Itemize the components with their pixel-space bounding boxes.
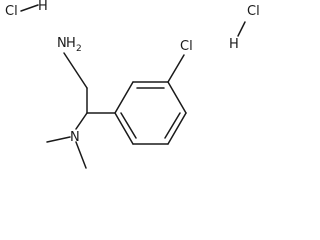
amine-h-label: H (66, 36, 76, 51)
ring-bond-3 (167, 81, 187, 114)
dimethylamine-n-label: N (70, 130, 80, 145)
dimethylamino-group: N (46, 130, 87, 169)
bond-ch-n (75, 112, 88, 130)
bond-ring-cl (167, 54, 185, 83)
ring-bond-6 (114, 112, 134, 145)
chemical-structure: Cl H Cl H N H 2 N (5, 0, 260, 169)
hcl-right-bond (237, 21, 246, 37)
hcl-right: Cl H (229, 4, 260, 52)
hcl-left: Cl H (5, 0, 48, 19)
backbone-bonds (63, 52, 116, 130)
benzene-ring (114, 81, 187, 145)
primary-amine: N H 2 (57, 36, 82, 54)
ring-bond-1 (114, 81, 134, 114)
hcl-left-cl-label: Cl (5, 4, 18, 19)
hcl-left-h-label: H (38, 0, 48, 14)
amine-h-count-label: 2 (76, 44, 82, 54)
amine-n-label: N (57, 36, 67, 51)
hcl-right-cl-label: Cl (247, 4, 260, 19)
aryl-cl-label: Cl (180, 39, 193, 54)
bond-n-methyl-down (75, 141, 87, 169)
bond-n-ch2 (63, 52, 88, 89)
ring-bond-4 (167, 112, 187, 145)
hcl-left-bond (20, 4, 39, 12)
hcl-right-h-label: H (229, 37, 239, 52)
bond-n-methyl-left (46, 136, 71, 143)
ring-double-bond-left (120, 112, 137, 139)
ring-double-bond-right (164, 112, 181, 139)
aryl-chlorine: Cl (167, 39, 193, 83)
